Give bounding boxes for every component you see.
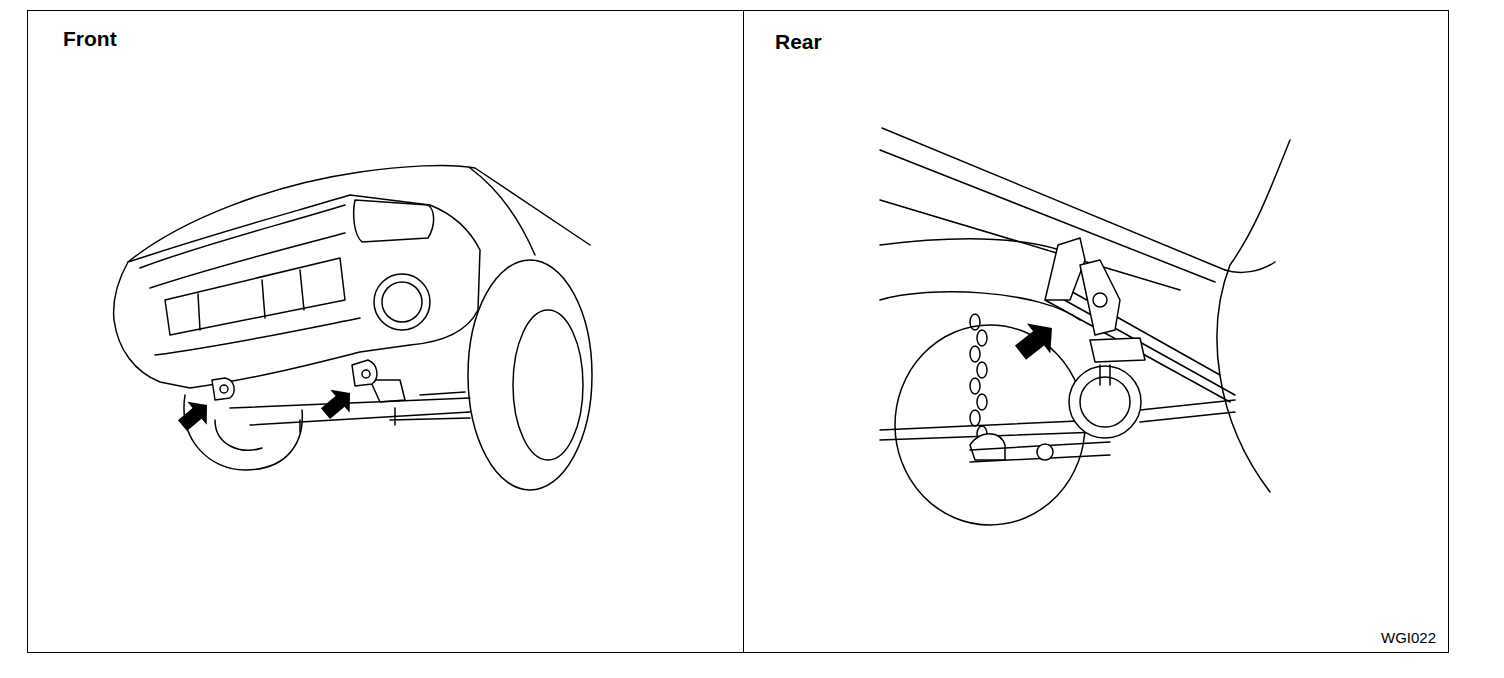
axle: [880, 400, 1235, 440]
tow-hook-hole: [362, 370, 370, 378]
spring-shackle: [1080, 260, 1120, 335]
body-outline: [470, 168, 535, 255]
spring-hanger: [1045, 238, 1085, 300]
differential: [1080, 377, 1130, 427]
differential: [1069, 366, 1141, 438]
headlight: [354, 200, 434, 242]
pointer-arrow: [316, 382, 360, 426]
pointer-arrow: [173, 394, 217, 438]
lower-link: [970, 442, 1110, 462]
fender: [1225, 262, 1275, 272]
body-line: [880, 150, 1215, 282]
anchor: [970, 434, 1005, 460]
front-fascia: [114, 195, 480, 388]
frame: [230, 398, 470, 432]
tow-hook-hole: [220, 385, 228, 393]
leaf-spring: [1045, 285, 1235, 402]
shackle-bolt: [1093, 293, 1107, 307]
panel-heading: Front: [63, 27, 117, 51]
link-bushing: [1037, 444, 1053, 460]
pointer-arrow: [1009, 313, 1064, 368]
bumper-line: [155, 318, 360, 355]
tire: [468, 260, 592, 490]
body-line: [880, 239, 1060, 250]
tow-hook: [352, 360, 377, 386]
fog-light: [374, 274, 430, 330]
wheel: [513, 310, 583, 460]
grille-bar: [198, 270, 304, 330]
body-line: [880, 200, 1180, 290]
rear-view: [880, 128, 1290, 525]
suspension: [370, 380, 465, 402]
grille: [165, 258, 345, 335]
figure-panel: RearWGI022: [743, 10, 1449, 653]
front-view: [114, 165, 592, 490]
fender: [1217, 140, 1290, 492]
grille-line: [140, 205, 345, 268]
panel-heading: Rear: [775, 30, 822, 54]
spring-plate: [1090, 338, 1145, 362]
fog-light: [382, 282, 422, 322]
figure-code: WGI022: [1381, 629, 1436, 646]
tie-down-chain: [970, 314, 987, 442]
tow-hook: [212, 378, 234, 400]
u-bolt: [1100, 365, 1110, 385]
figure-panel: Front: [27, 10, 744, 653]
